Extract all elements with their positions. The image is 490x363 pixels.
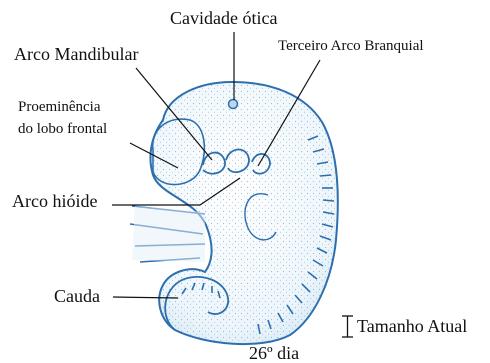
- label-hyoid-arch: Arco hióide: [12, 192, 97, 210]
- label-third-branchial-arch: Terceiro Arco Branquial: [278, 39, 424, 54]
- label-mandibular-arch: Arco Mandibular: [14, 45, 138, 63]
- scale-bar: [342, 316, 353, 337]
- label-frontal-prominence-line2: do lobo frontal: [18, 122, 107, 137]
- label-tail: Cauda: [54, 287, 100, 305]
- label-frontal-prominence-line1: Proeminência: [18, 100, 100, 115]
- otic-cavity-shape: [229, 100, 238, 109]
- label-otic-cavity: Cavidade ótica: [170, 9, 277, 27]
- label-actual-size: Tamanho Atual: [357, 317, 467, 335]
- label-day: 26º dia: [249, 344, 299, 362]
